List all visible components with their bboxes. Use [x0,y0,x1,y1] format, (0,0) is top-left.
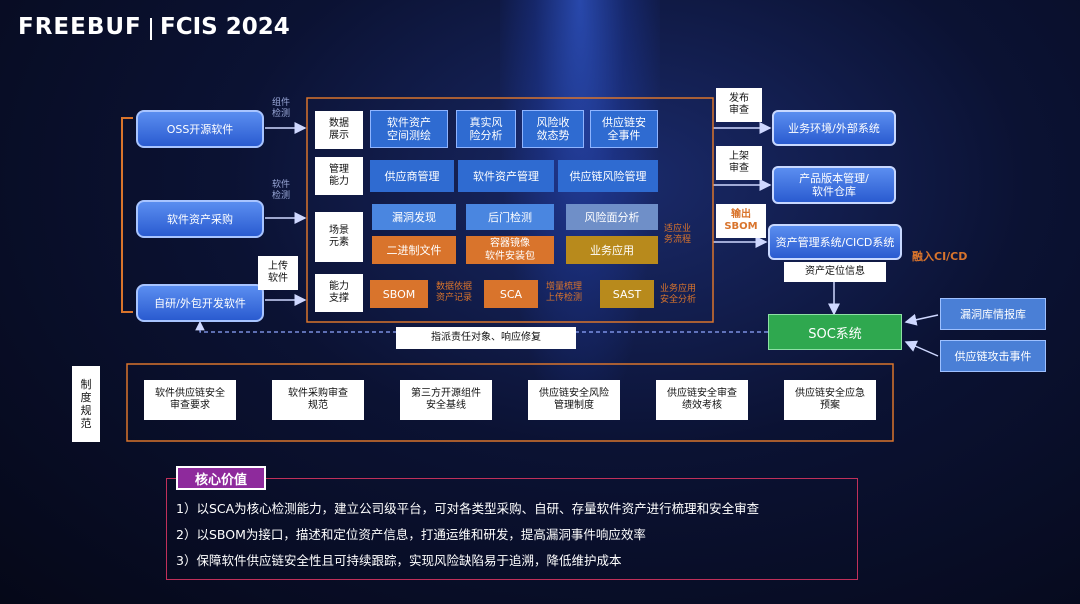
cell-binary-file[interactable]: 二进制文件 [372,236,456,264]
vuln-intel-db[interactable]: 漏洞库情报库 [940,298,1046,330]
target-asset-cicd[interactable]: 资产管理系统/CICD系统 [768,224,902,260]
policy-item-5: 供应链安全审查 绩效考核 [656,380,748,420]
cell-sast[interactable]: SAST [600,280,654,308]
gate-shelf-review: 上架 审查 [716,146,762,180]
cicd-label: 融入CI/CD [912,250,968,263]
logo-divider [150,18,152,40]
target-business-env[interactable]: 业务环境/外部系统 [772,110,896,146]
policy-title: 制 度 规 范 [72,366,100,442]
cell-risk-trend[interactable]: 风险收 敛态势 [522,110,584,148]
source-note-oss: 组件 检测 [271,98,290,119]
cell-risk-surface[interactable]: 风险面分析 [566,204,658,230]
core-point-1: 1）以SCA为核心检测能力，建立公司级平台，可对各类型采购、自研、存量软件资产进… [176,501,760,516]
assign-response-label: 指派责任对象、响应修复 [396,327,576,349]
policy-item-3: 第三方开源组件 安全基线 [400,380,492,420]
soc-system[interactable]: SOC系统 [768,314,902,350]
fcis-logo: FCIS 2024 [160,14,290,40]
core-value-title: 核心价值 [176,466,266,490]
source-oss[interactable]: OSS开源软件 [136,110,264,148]
row-label-scenario: 场景 元素 [315,212,363,262]
gate-publish-review: 发布 审查 [716,88,762,122]
core-point-2: 2）以SBOM为接口，描述和定位资产信息，打通运维和研发，提高漏洞事件响应效率 [176,527,646,542]
cell-real-risk[interactable]: 真实风 险分析 [456,110,516,148]
source-note-purchase: 软件 检测 [271,180,290,201]
scenario-note: 适应业 务流程 [664,224,692,245]
target-version-repo[interactable]: 产品版本管理/ 软件仓库 [772,166,896,204]
cell-sca[interactable]: SCA [484,280,538,308]
core-point-3: 3）保障软件供应链安全性且可持续跟踪，实现风险缺陷易于追溯，降低维护成本 [176,553,622,568]
policy-item-4: 供应链安全风险 管理制度 [528,380,620,420]
row-label-capability: 管理 能力 [315,157,363,195]
cell-asset-mgmt[interactable]: 软件资产管理 [458,160,554,192]
cell-container-image[interactable]: 容器镜像 软件安装包 [466,236,554,264]
cell-business-app[interactable]: 业务应用 [566,236,658,264]
row-label-support: 能力 支撑 [315,274,363,312]
cell-backdoor-detect[interactable]: 后门检测 [466,204,554,230]
core-value-list: 1）以SCA为核心检测能力，建立公司级平台，可对各类型采购、自研、存量软件资产进… [176,496,852,574]
source-self-dev[interactable]: 自研/外包开发软件 [136,284,264,322]
policy-item-6: 供应链安全应急 预案 [784,380,876,420]
cell-risk-mgmt[interactable]: 供应链风险管理 [558,160,658,192]
upload-software-label: 上传 软件 [258,256,298,290]
cell-asset-mapping[interactable]: 软件资产 空间测绘 [370,110,448,148]
sbom-note: 数据依据 资产记录 [436,282,473,303]
sca-note: 增量梳理 上传检测 [546,282,583,303]
row-label-display: 数据 展示 [315,111,363,149]
freebuf-logo: FREEBUF [18,14,142,40]
core-value-frame [166,478,858,580]
source-purchase[interactable]: 软件资产采购 [136,200,264,238]
supply-attack-events[interactable]: 供应链攻击事件 [940,340,1046,372]
cell-vuln-discovery[interactable]: 漏洞发现 [372,204,456,230]
gate-output-sbom: 输出 SBOM [716,204,766,238]
asset-location-info: 资产定位信息 [784,262,886,282]
cell-supply-events[interactable]: 供应链安 全事件 [590,110,658,148]
policy-item-1: 软件供应链安全 审查要求 [144,380,236,420]
cell-sbom[interactable]: SBOM [370,280,428,308]
sast-note: 业务应用 安全分析 [660,284,697,305]
cell-supplier-mgmt[interactable]: 供应商管理 [370,160,454,192]
policy-item-2: 软件采购审查 规范 [272,380,364,420]
